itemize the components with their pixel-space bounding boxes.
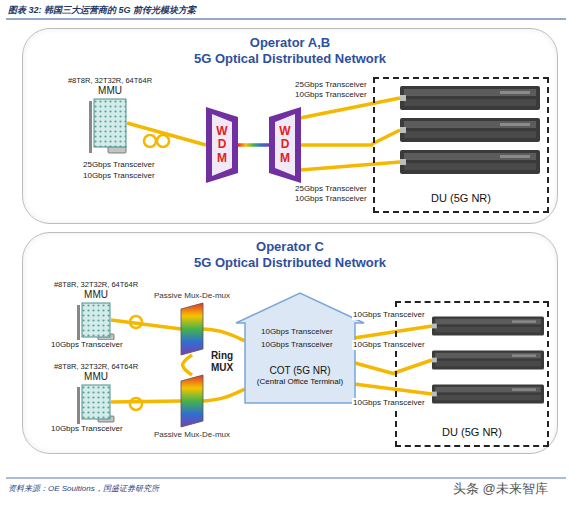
wdm-multiplexer: WDM [269,107,301,183]
transceiver-label: 10Gbps Transceiver [352,310,426,320]
network-heading: 5G Optical Distributed Network [194,51,386,67]
wdm-body [269,107,301,183]
transceiver-label: 25Gbps Transceiver [294,80,368,90]
mount-pole [89,101,92,153]
passive-mux-shape [181,303,203,355]
fiber-link [355,363,395,374]
fiber-link [127,123,206,145]
transceiver-label: 10Gbps Transceiver [352,398,426,408]
cot-house-label: COT (5G NR) [270,365,331,377]
mount-pole [77,305,80,343]
fiber-link [301,143,373,147]
antenna-panel [82,303,110,337]
mmu-antenna-label: MMU [98,85,122,97]
ring-label: Ring MUX [206,350,238,374]
text-group: WDM [206,107,238,183]
passive-mux: Passive Mux-De-mux [181,375,203,427]
fiber-link [203,329,245,341]
transceiver-label: 25Gbps Transceiver [82,160,156,170]
transceiver-label: 10Gbps Transceiver [294,90,368,100]
wdm-multiplexer-label: WDM [216,125,228,165]
transceiver-label: 10Gbps Transceiver [50,340,124,350]
fiber-link [183,355,192,375]
transceiver-label: 10Gbps Transceiver [260,327,334,337]
fiber-link [203,389,245,401]
text-group: #8T8R, 32T32R, 64T64RMMU [54,362,138,383]
network-panel: Operator A,B5G Optical Distributed Netwo… [22,28,558,224]
wdm-window [275,114,295,176]
mmu-antenna: #8T8R, 32T32R, 64T64RMMU [81,303,111,337]
mmu-antenna: #8T8R, 32T32R, 64T64RMMU [81,385,111,419]
operator-heading: Operator A,B [250,35,330,51]
transceiver-label: 10Gbps Transceiver [260,340,334,350]
mount-pole [77,387,80,425]
mmu-antenna-label: #8T8R, 32T32R, 64T64R [54,362,138,371]
fiber-link [111,401,181,402]
passive-mux-label: Passive Mux-De-mux [154,291,230,301]
transceiver-label: 10Gbps Transceiver [82,171,156,181]
text-group: DU (5G NR) [397,426,547,439]
passive-mux: Passive Mux-De-mux [181,303,203,355]
mmu-antenna-label: MMU [84,289,108,301]
mmu-antenna-shape [81,303,111,337]
mmu-antenna-shape [81,385,111,419]
wdm-spectrum-link [238,143,269,147]
transceiver-label: 25Gbps Transceiver [294,184,368,194]
transceiver-label: 10Gbps Transceiver [50,424,124,434]
prism-body [181,303,203,355]
fiber-link [111,320,181,329]
mmu-antenna-label: MMU [84,371,108,383]
text-group: COT (5G NR)(Central Office Terminal) [245,365,355,387]
text-group: Operator A,B5G Optical Distributed Netwo… [23,35,557,66]
passive-mux-shape [181,375,203,427]
du-group-label: DU (5G NR) [431,192,491,205]
transceiver-label: 10Gbps Transceiver [352,340,426,350]
antenna-panel [82,385,110,419]
text-group: #8T8R, 32T32R, 64T64RMMU [68,76,152,97]
prism-body [181,375,203,427]
du-group-label: DU (5G NR) [442,426,502,439]
text-group: Passive Mux-De-mux [154,291,230,301]
text-group: Operator C5G Optical Distributed Network [23,239,557,270]
figure-title: 图表 32: 韩国三大运营商的 5G 前传光模块方案 [8,5,196,16]
mmu-antenna-label: #8T8R, 32T32R, 64T64R [54,280,138,289]
du-group: DU (5G NR) [373,77,549,213]
house-outline [236,293,364,403]
text-group: DU (5G NR) [375,192,547,205]
mmu-antenna: #8T8R, 32T32R, 64T64RMMU [93,99,127,147]
text-group: Passive Mux-De-mux [154,430,230,440]
wdm-multiplexer: WDM [206,107,238,183]
transceiver-label: 10Gbps Transceiver [294,194,368,204]
source-caption: 资料来源：OE Soultions，国盛证券研究所 [8,484,159,494]
wdm-window [212,114,232,176]
cot-house-label: (Central Office Terminal) [257,377,343,387]
antenna-panel [94,99,126,147]
du-group: DU (5G NR) [395,301,549,447]
watermark: 头条 @未来智库 [452,481,549,497]
wdm-multiplexer-label: WDM [279,125,291,165]
wdm-body [206,107,238,183]
text-group: #8T8R, 32T32R, 64T64RMMU [54,280,138,301]
passive-mux-label: Passive Mux-De-mux [154,430,230,440]
mmu-antenna-label: #8T8R, 32T32R, 64T64R [68,76,152,85]
network-heading: 5G Optical Distributed Network [194,255,386,271]
operator-heading: Operator C [256,239,324,255]
mmu-antenna-shape [93,99,127,147]
text-group: WDM [269,107,301,183]
